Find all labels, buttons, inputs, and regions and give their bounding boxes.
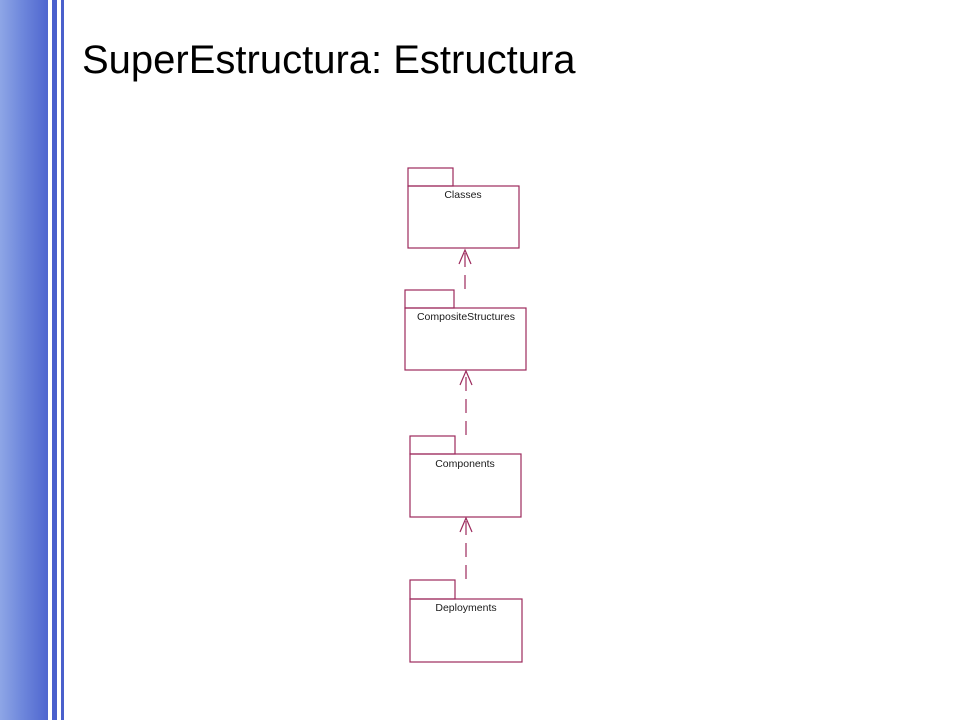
package-tab <box>404 289 455 309</box>
package-classes <box>407 167 520 249</box>
package-tab <box>409 579 456 600</box>
package-label-classes: Classes <box>444 189 481 201</box>
side-decoration-line <box>61 0 64 720</box>
package-components <box>409 435 522 518</box>
dependency-arrow <box>458 248 472 289</box>
package-body <box>409 453 522 518</box>
side-decoration-line <box>52 0 57 720</box>
package-label-components: Components <box>435 458 495 470</box>
package-label-deployments: Deployments <box>435 602 496 614</box>
dependency-arrow <box>459 516 473 579</box>
package-body <box>407 185 520 249</box>
package-composite-structures <box>404 289 527 371</box>
package-tab <box>409 435 456 455</box>
dependency-arrow <box>459 369 473 435</box>
package-body <box>409 598 523 663</box>
package-body <box>404 307 527 371</box>
slide-title: SuperEstructura: Estructura <box>82 38 576 82</box>
side-decoration-band <box>0 0 48 720</box>
package-tab <box>407 167 454 187</box>
package-deployments <box>409 579 523 663</box>
package-label-composite-structures: CompositeStructures <box>417 311 515 323</box>
